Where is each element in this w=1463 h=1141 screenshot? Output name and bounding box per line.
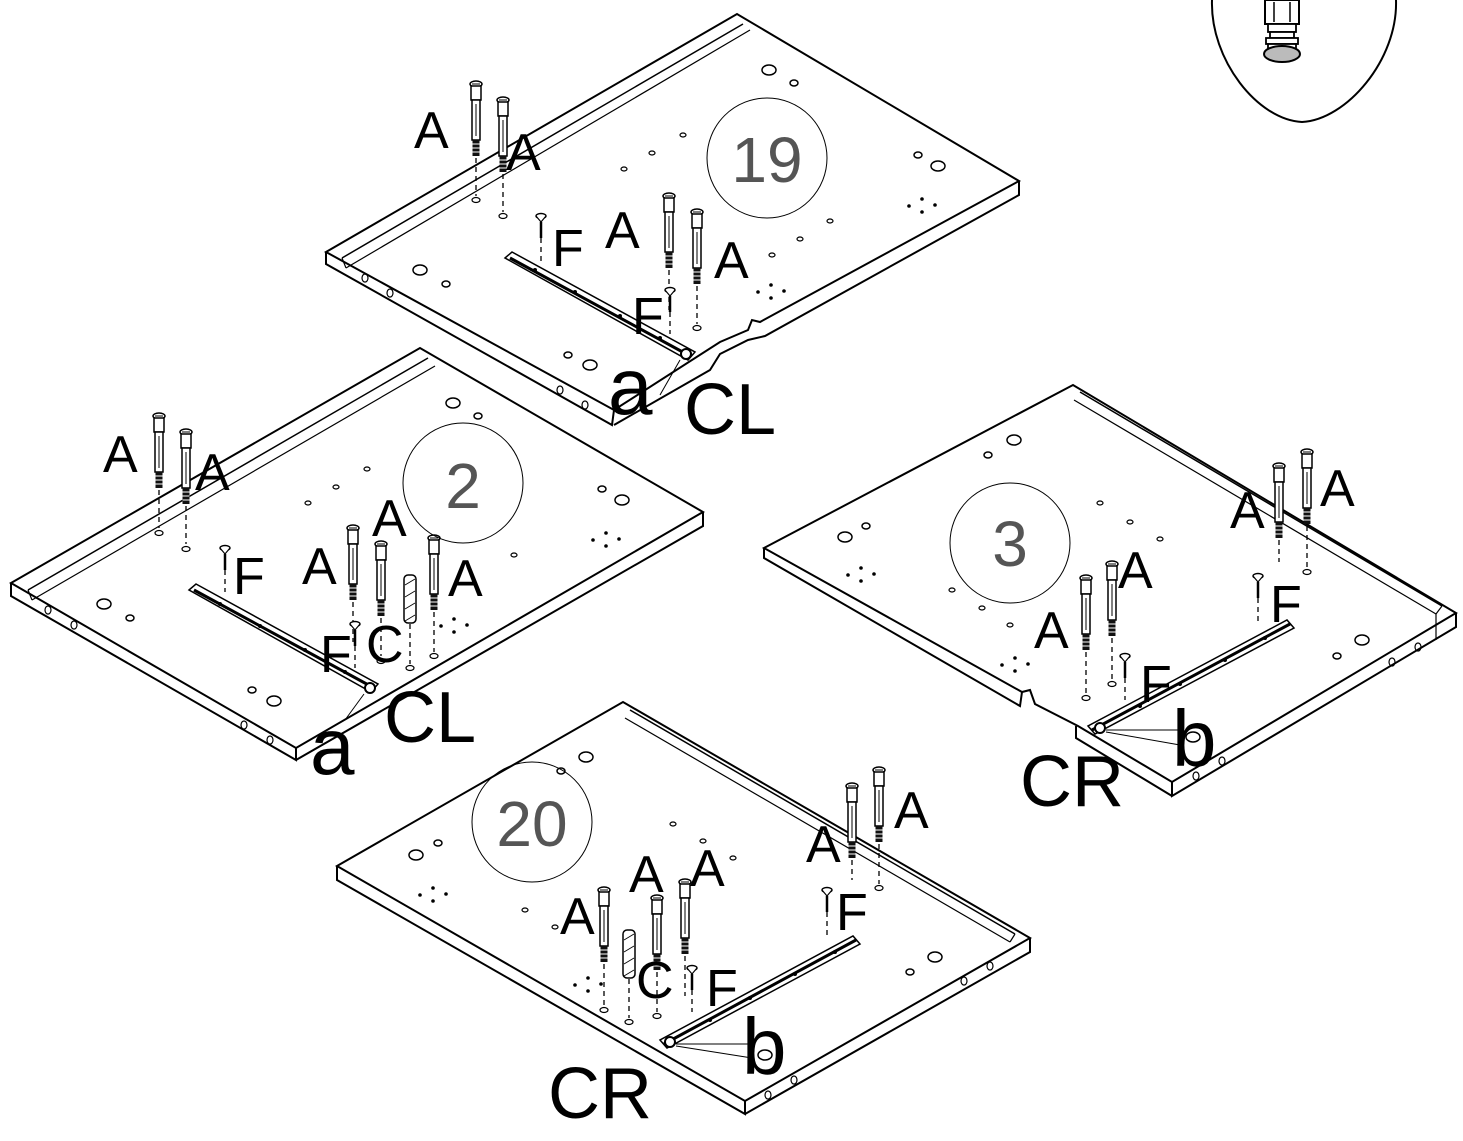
panel-3: 3 A A A A F F b CR: [761, 383, 1458, 822]
panel-3-label-f2: F: [1140, 656, 1172, 714]
panel-19-label-f2: F: [632, 288, 664, 346]
panel-19: 19 A A A A F F a CL: [323, 12, 1022, 450]
panel-2-slide-label: a: [310, 702, 355, 791]
panel-2-number: 2: [445, 450, 481, 522]
panel-2-label-a3: A: [372, 490, 407, 548]
panel-2-label-a5: A: [448, 550, 483, 608]
panel-19-label-a1: A: [414, 102, 449, 160]
panel-3-side-label: CR: [1020, 742, 1124, 822]
panel-20-side-label: CR: [548, 1054, 652, 1134]
panel-2-label-a1: A: [103, 426, 138, 484]
panel-19-side-label: CL: [684, 370, 776, 450]
panel-20-label-a2: A: [894, 782, 929, 840]
panel-20-label-f1: F: [836, 884, 868, 942]
panel-19-label-a4: A: [714, 232, 749, 290]
panel-20-label-a3: A: [560, 888, 595, 946]
panel-2-label-c: C: [366, 616, 404, 674]
cam-bolt-detail-icon: [1210, 0, 1398, 124]
panel-3-slide-label: b: [1172, 694, 1217, 783]
panel-3-number: 3: [992, 508, 1028, 580]
panel-20-number: 20: [496, 788, 567, 860]
panel-20-label-a4: A: [629, 846, 664, 904]
panel-20-label-c: C: [636, 952, 674, 1010]
panel-19-number: 19: [731, 124, 802, 196]
panel-20-slide-label: b: [742, 1002, 787, 1091]
panel-2-label-a4: A: [302, 538, 337, 596]
panel-2: 2 A A A A A F F C a CL: [8, 346, 705, 791]
panel-19-slide-label: a: [608, 342, 653, 431]
panel-2-label-a2: A: [195, 444, 230, 502]
panel-3-label-f1: F: [1270, 576, 1302, 634]
panel-2-label-f1: F: [233, 548, 265, 606]
panel-19-label-a3: A: [605, 202, 640, 260]
panel-3-label-a1: A: [1230, 482, 1265, 540]
panel-19-label-a2: A: [506, 124, 541, 182]
panel-3-label-a3: A: [1034, 602, 1069, 660]
panel-2-label-f2: F: [320, 626, 352, 684]
panel-20-label-f2: F: [706, 960, 738, 1018]
panel-3-label-a2: A: [1320, 460, 1355, 518]
panel-2-side-label: CL: [384, 678, 476, 758]
panel-19-label-f1: F: [552, 220, 584, 278]
panel-20-label-a5: A: [690, 840, 725, 898]
panel-3-label-a4: A: [1118, 542, 1153, 600]
panel-20: 20 A A A A A F F C b CR: [334, 700, 1033, 1134]
panel-20-label-a1: A: [806, 816, 841, 874]
